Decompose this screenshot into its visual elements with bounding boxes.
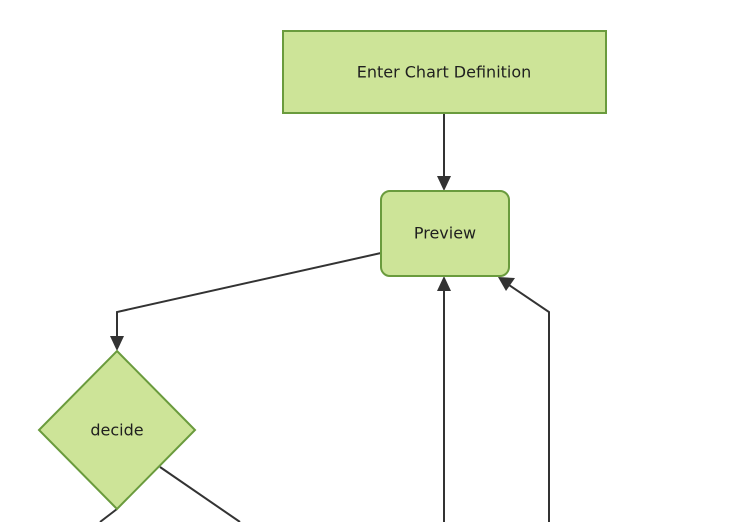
node-rectangle-shape[interactable]	[282, 30, 607, 114]
edge-line	[159, 466, 241, 522]
arrowhead-down-icon	[437, 176, 451, 191]
edge-decide-bottom-right	[159, 466, 241, 522]
edge-line	[99, 508, 118, 522]
node-enter-chart-definition[interactable]: Enter Chart Definition	[282, 30, 607, 114]
edge-line	[505, 282, 550, 522]
arrowhead-down-icon	[110, 336, 124, 351]
node-preview[interactable]: Preview	[380, 190, 510, 277]
node-decide[interactable]: decide	[37, 349, 197, 511]
edge-bottom-center-preview	[437, 276, 451, 522]
node-layer: Enter Chart Definition Preview decide	[37, 30, 607, 511]
edge-decide-bottom-left	[99, 508, 118, 522]
edge-layer	[99, 113, 550, 522]
edge-enter-preview	[437, 113, 451, 191]
node-rounded-rectangle-shape[interactable]	[380, 190, 510, 277]
edge-line	[116, 252, 382, 342]
arrowhead-up-icon	[437, 276, 451, 291]
node-diamond-shape[interactable]	[37, 349, 197, 511]
arrowhead-up-left-icon	[498, 277, 515, 291]
edge-preview-decide	[110, 252, 382, 351]
edge-bottom-right-preview	[498, 277, 550, 522]
